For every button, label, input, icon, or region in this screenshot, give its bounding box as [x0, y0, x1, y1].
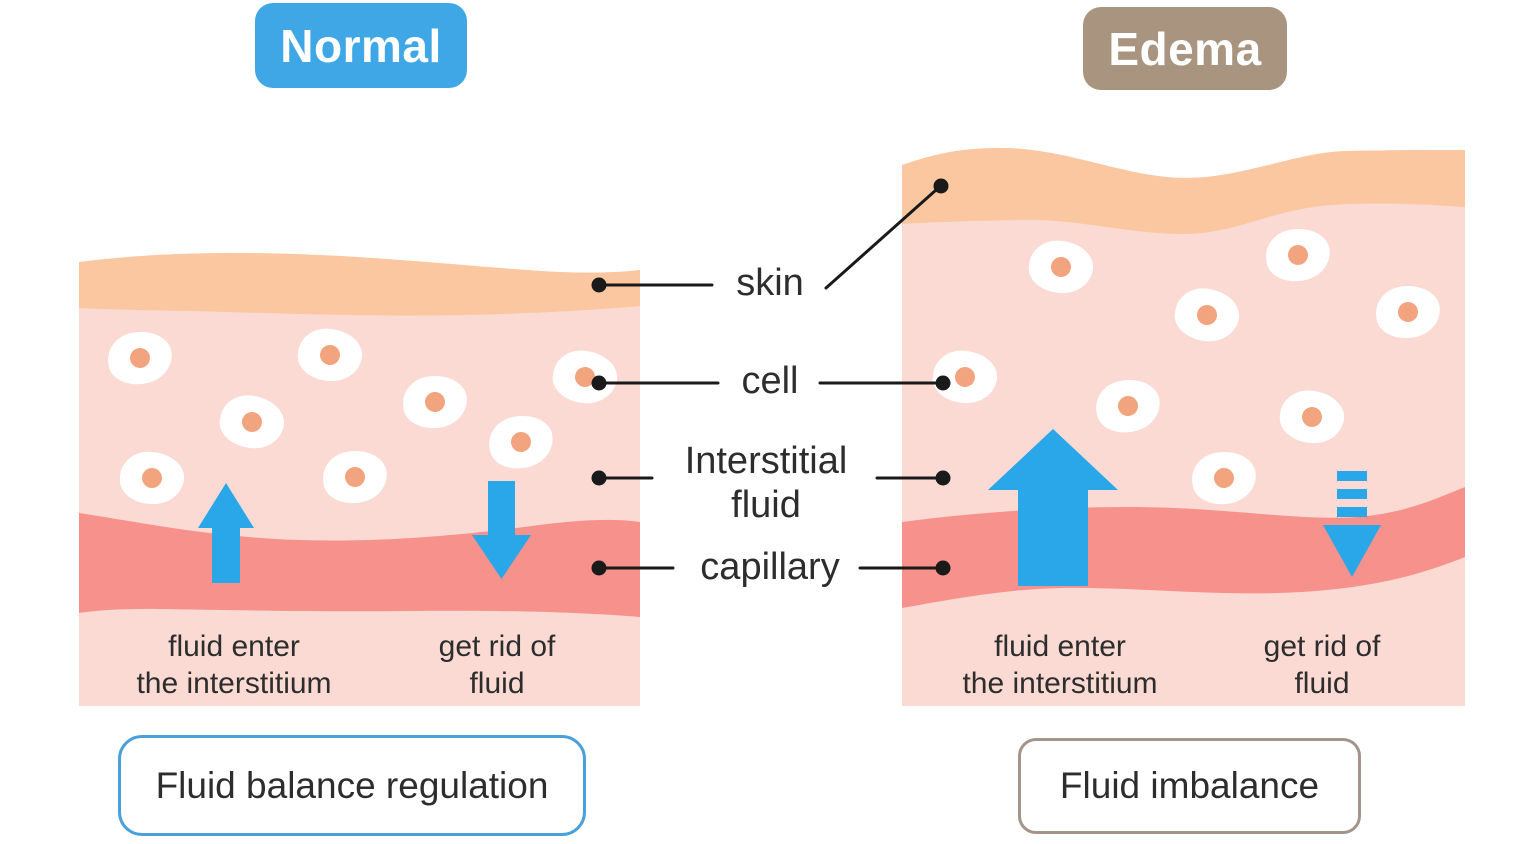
capillary-label: capillary: [700, 546, 840, 588]
fluid-in-large-up-arrow-icon: [988, 429, 1118, 586]
caption-line: get rid of: [438, 630, 556, 663]
fluid-balance-regulation-box: Fluid balance regulation: [118, 735, 586, 836]
interstitial-fluid-label-line2: fluid: [731, 484, 801, 526]
edema-fluid-enter-caption: fluid enter the interstitium: [962, 628, 1157, 702]
interstitial-dot-right: [935, 470, 951, 486]
caption-line: the interstitium: [962, 667, 1158, 700]
edema-badge: Edema: [1083, 7, 1287, 90]
caption-line: fluid enter: [994, 630, 1126, 663]
caption-line: fluid: [1294, 667, 1350, 700]
fluid-imbalance-box: Fluid imbalance: [1018, 738, 1361, 834]
capillary-dot-left: [591, 560, 607, 576]
caption-line: the interstitium: [136, 667, 332, 700]
fluid-out-dashed-down-arrow-icon: [1323, 471, 1381, 577]
interstitial-fluid-label: Interstitial fluid: [685, 439, 848, 527]
edema-get-rid-caption: get rid of fluid: [1264, 628, 1381, 702]
skin-connector-right: [824, 188, 938, 290]
fluid-in-up-arrow-icon: [198, 483, 254, 583]
interstitial-dot-left: [591, 470, 607, 486]
cell-dot-left: [591, 375, 607, 391]
cell-label: cell: [741, 360, 799, 402]
caption-line: fluid: [469, 667, 525, 700]
caption-line: fluid enter: [168, 630, 300, 663]
normal-fluid-enter-caption: fluid enter the interstitium: [136, 628, 331, 702]
skin-layer: [79, 253, 640, 316]
skin-layer: [902, 148, 1465, 234]
normal-get-rid-caption: get rid of fluid: [439, 628, 556, 702]
normal-badge: Normal: [255, 3, 467, 88]
skin-dot-left: [591, 277, 607, 293]
skin-dot-right: [933, 178, 949, 194]
caption-line: get rid of: [1263, 630, 1381, 663]
fluid-out-down-arrow-icon: [472, 481, 531, 579]
cell-dot-right: [935, 375, 951, 391]
interstitial-fluid-label-line1: Interstitial: [684, 440, 848, 482]
capillary-dot-right: [935, 560, 951, 576]
skin-label: skin: [736, 262, 804, 304]
